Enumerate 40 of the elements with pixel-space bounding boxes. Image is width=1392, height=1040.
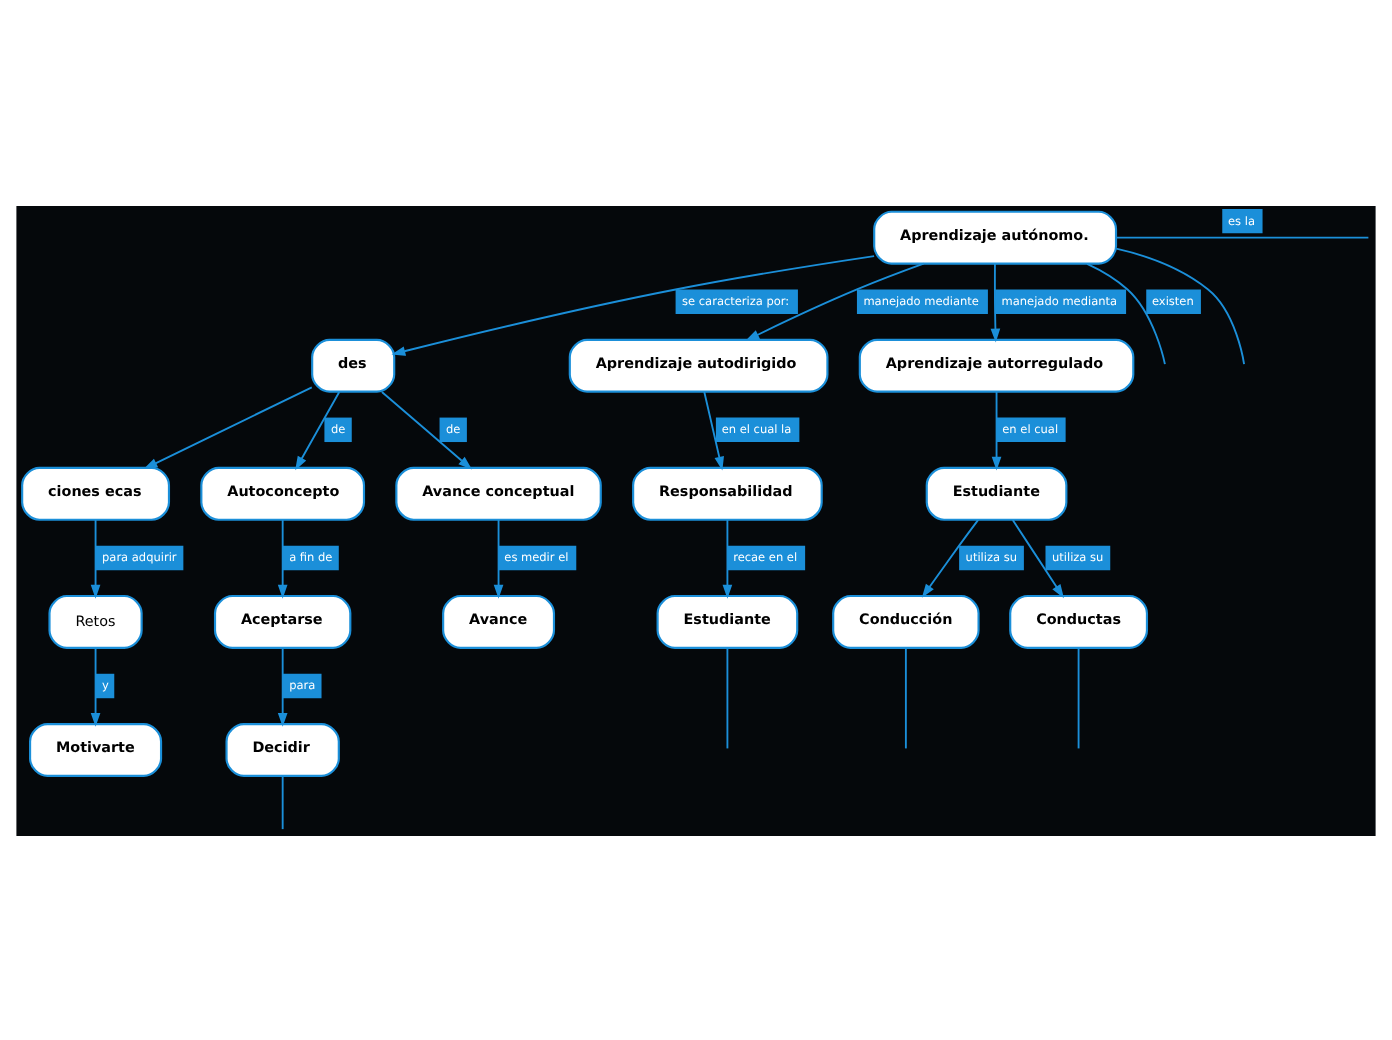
- arrow: [295, 390, 341, 470]
- arrow: [90, 646, 101, 726]
- node-box: Avance conceptual: [395, 465, 602, 520]
- arrow: [380, 390, 473, 469]
- arrow: [277, 518, 288, 598]
- node-box: Aprendizaje autónomo.: [873, 209, 1118, 264]
- arrow: [493, 518, 504, 598]
- node-box: Motivarte: [29, 722, 163, 777]
- arrow: [143, 385, 313, 469]
- arrow: [277, 646, 288, 726]
- node-box: Estudiante: [925, 465, 1068, 520]
- connector: [1077, 646, 1080, 749]
- node-box: Conductas: [1009, 593, 1149, 648]
- node-box: Aprendizaje autorregulado: [858, 337, 1135, 392]
- arrow: [1011, 518, 1064, 598]
- node-box: Aprendizaje autodirigido: [568, 337, 829, 392]
- arrow: [391, 254, 876, 355]
- node-box: Autoconcepto: [200, 465, 366, 520]
- connector: [1115, 235, 1370, 238]
- node-box: des: [311, 337, 396, 392]
- connector: [904, 646, 907, 749]
- arrow: [722, 518, 733, 598]
- node-box: Conducción: [832, 593, 980, 648]
- arrow: [745, 261, 925, 340]
- node-box: Retos: [48, 593, 143, 648]
- arrow: [703, 390, 724, 470]
- connector: [1115, 246, 1245, 365]
- arrow: [90, 518, 101, 598]
- connector: [726, 646, 729, 749]
- arrow: [921, 517, 980, 597]
- node-box: Aceptarse: [213, 593, 352, 648]
- node-box: Decidir: [225, 722, 340, 777]
- connector: [281, 774, 284, 830]
- arrow: [990, 262, 1001, 342]
- connector: [1086, 261, 1166, 365]
- node-box: Responsabilidad: [632, 465, 823, 520]
- node-box: Avance: [442, 593, 556, 648]
- node-box: ciones ecas: [21, 465, 171, 520]
- arrow: [991, 390, 1002, 470]
- node-box: Estudiante: [656, 593, 799, 648]
